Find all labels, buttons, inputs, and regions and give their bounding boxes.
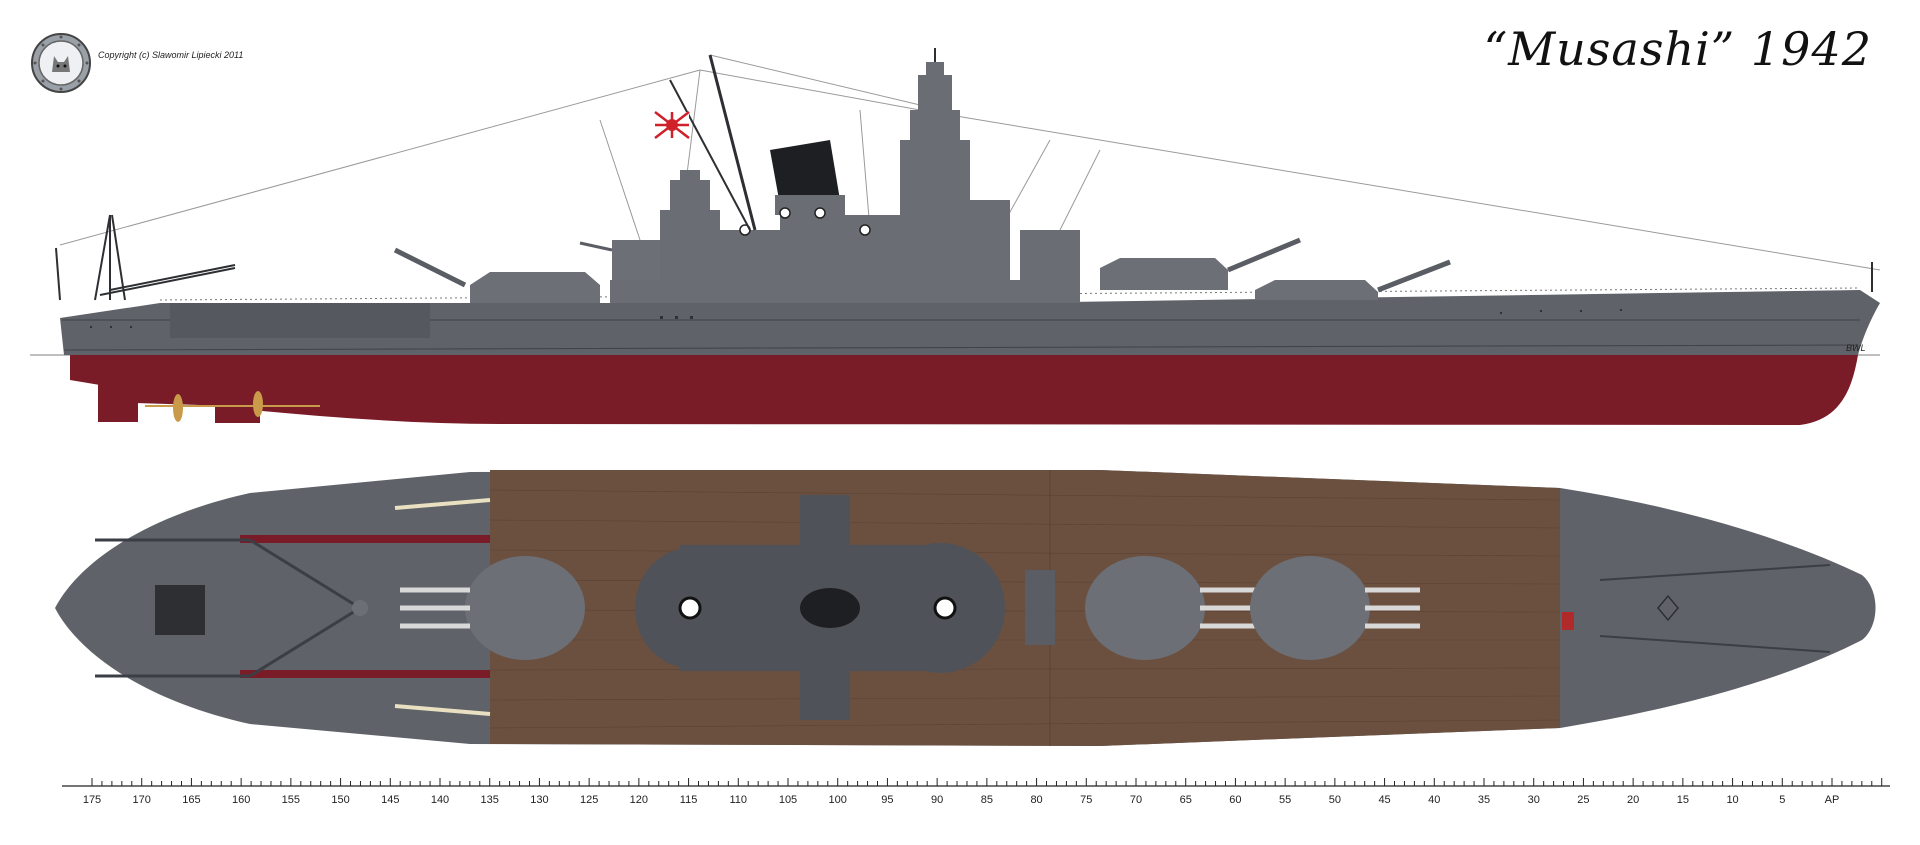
scale-tick-label: 50 — [1328, 794, 1341, 806]
scale-tick-label: 35 — [1477, 794, 1491, 806]
scale-tick-label: 170 — [132, 794, 151, 806]
scale-tick-label: 20 — [1627, 794, 1640, 806]
scale-tick-label: 5 — [1779, 794, 1786, 806]
scale-tick-label: 100 — [828, 794, 847, 806]
forward-turret-1 — [1255, 259, 1451, 300]
scale-tick-label: 165 — [182, 794, 201, 806]
forward-turret-2 — [1100, 237, 1301, 290]
scale-tick-label: 90 — [931, 794, 944, 806]
upper-hull — [60, 290, 1880, 355]
scale-tick-label: 70 — [1129, 794, 1143, 806]
frame-scale-bar — [62, 778, 1890, 787]
scale-tick-label: 55 — [1279, 794, 1292, 806]
scale-tick-label: 80 — [1030, 794, 1043, 806]
scale-tick-label: 135 — [480, 794, 499, 806]
author-logo-icon — [31, 33, 91, 93]
plan-turret-2 — [1085, 556, 1255, 660]
scale-tick-label: 155 — [281, 794, 301, 806]
plan-aft-turret — [400, 556, 585, 660]
scale-tick-label: 110 — [729, 794, 748, 806]
scale-tick-label: 30 — [1527, 794, 1540, 806]
scale-tick-label: 25 — [1577, 794, 1590, 806]
scale-tick-label: 15 — [1676, 794, 1689, 806]
scale-tick-label: 160 — [231, 794, 251, 806]
lower-hull — [70, 355, 1858, 425]
scale-tick-label: 150 — [331, 794, 350, 806]
plan-view — [55, 470, 1876, 746]
scale-tick-label: 95 — [881, 794, 894, 806]
scale-tick-label: 65 — [1179, 794, 1192, 806]
secondary-turret-aft — [579, 240, 662, 280]
crane — [55, 214, 236, 301]
superstructure — [610, 62, 1080, 303]
scale-tick-label: AP — [1824, 794, 1840, 806]
scale-tick-label: 10 — [1726, 794, 1739, 806]
rising-sun-flag-icon — [654, 111, 690, 139]
propeller-icon — [173, 391, 263, 422]
funnel-top — [800, 588, 860, 628]
scale-tick-label: 175 — [82, 794, 102, 806]
scale-tick-label: 75 — [1080, 794, 1093, 806]
scale-tick-label: 125 — [579, 794, 599, 806]
page-title: “Musashi” 1942 — [1483, 22, 1872, 76]
scale-tick-label: 140 — [430, 794, 450, 806]
scale-tick-label: 115 — [679, 794, 698, 806]
plan-turret-1 — [1250, 556, 1420, 660]
scale-tick-label: 60 — [1229, 794, 1242, 806]
scale-tick-label: 85 — [980, 794, 993, 806]
waterline-label: BWL — [1846, 343, 1866, 353]
side-profile — [30, 48, 1880, 425]
scale-tick-label: 145 — [381, 794, 400, 806]
scale-tick-label: 45 — [1378, 794, 1391, 806]
aft-turret — [393, 247, 600, 303]
scale-tick-label: 105 — [778, 794, 798, 806]
scale-tick-label: 120 — [629, 794, 649, 806]
scale-tick-label: 130 — [530, 794, 549, 806]
copyright-notice: Copyright (c) Slawomir Lipiecki 2011 — [98, 50, 244, 60]
scale-tick-label: 40 — [1428, 794, 1441, 806]
funnel — [770, 140, 840, 205]
